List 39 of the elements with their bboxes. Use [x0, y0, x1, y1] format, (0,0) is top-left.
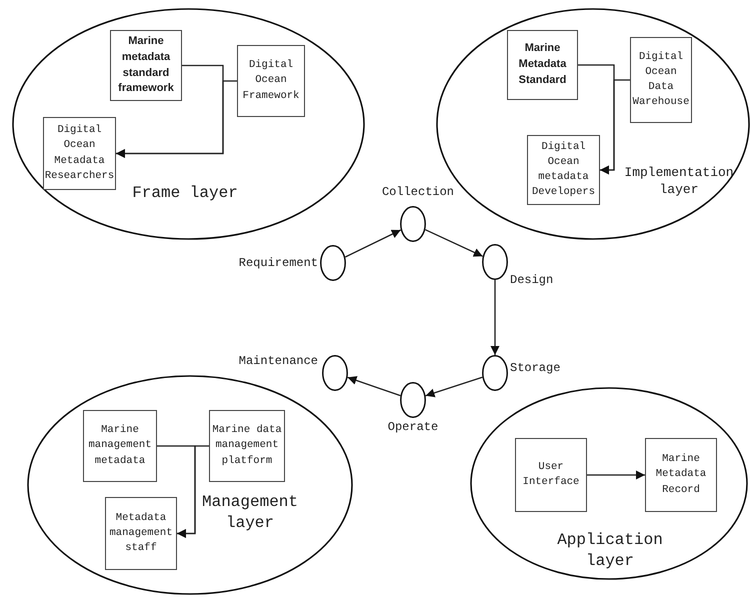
layer-label: Application layer [556, 530, 664, 572]
process-box: Digital Ocean Metadata Researchers [43, 117, 116, 190]
process-box: Metadata management staff [105, 497, 177, 570]
stage-circle [482, 355, 508, 391]
process-box: Marine management metadata [83, 410, 157, 482]
layer-label: Management layer [200, 492, 299, 534]
stage-label: Requirement [238, 256, 318, 270]
arrow [177, 445, 209, 538]
arrow [425, 376, 483, 398]
arrow [490, 280, 500, 355]
arrow [600, 79, 630, 174]
stage-label: Design [510, 273, 554, 287]
layer-ellipse [470, 387, 748, 580]
stage-label: Collection [380, 185, 455, 199]
stage-label: Operate [386, 420, 440, 434]
process-box: User Interface [515, 438, 587, 512]
process-box: Marine metadata standard framework [110, 30, 182, 101]
stage-circle [400, 206, 426, 242]
stage-circle [400, 382, 426, 418]
arrow [425, 229, 483, 257]
stage-circle [322, 355, 348, 391]
process-box: Marine data management platform [209, 410, 285, 482]
arrow [345, 229, 401, 258]
process-box: Marine Metadata Record [645, 438, 717, 512]
layer-label: Implementation layer [623, 165, 735, 199]
arrow [347, 376, 401, 396]
layer-label: Frame layer [131, 183, 239, 204]
stage-circle [482, 244, 508, 280]
arrow [116, 80, 237, 158]
stage-label: Maintenance [238, 354, 318, 368]
process-box: Marine Metadata Standard [507, 30, 578, 100]
arrow [587, 470, 645, 480]
process-box: Digital Ocean metadata Developers [527, 135, 600, 205]
stage-circle [320, 245, 346, 281]
layer-ellipse [12, 8, 365, 240]
process-box: Digital Ocean Data Warehouse [630, 37, 692, 123]
process-box: Digital Ocean Framework [237, 45, 305, 117]
stage-label: Storage [510, 361, 562, 375]
layer-ellipse [27, 375, 353, 595]
